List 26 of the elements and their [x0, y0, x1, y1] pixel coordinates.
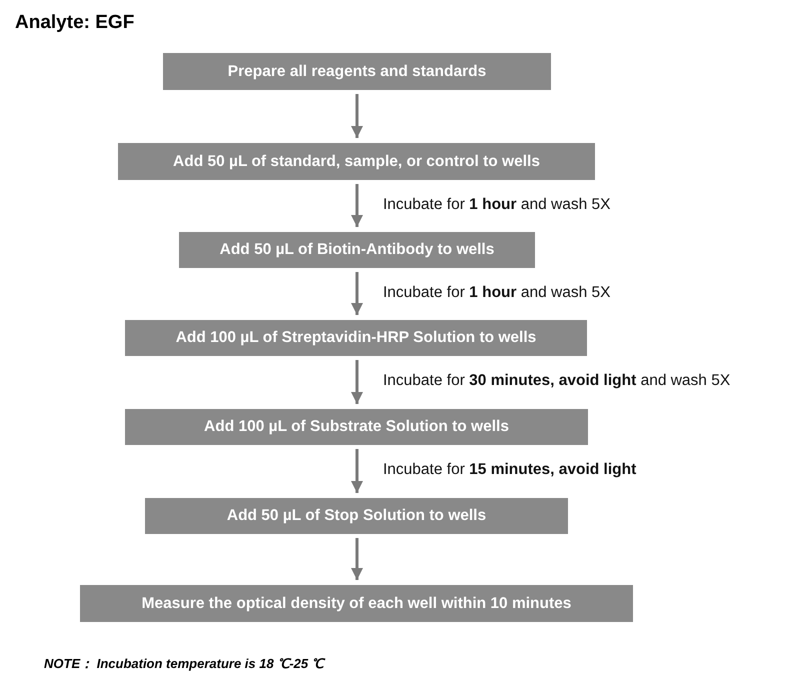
step-text: Add 100 µL of Streptavidin-HRP Solution to wells	[176, 329, 536, 347]
arrow	[351, 449, 363, 493]
process-box	[80, 585, 633, 622]
process-box	[163, 53, 551, 90]
process-box	[179, 232, 535, 268]
arrow	[351, 538, 363, 580]
step-text: Prepare all reagents and standards	[228, 62, 486, 80]
process-box	[125, 320, 587, 356]
title: Analyte: EGF	[15, 12, 134, 34]
step-text: Add 50 µL of Biotin-Antibody to wells	[220, 241, 494, 259]
arrow	[351, 360, 363, 404]
note-text: NOTE： Incubation temperature is 18 ℃-25 ℃	[44, 655, 324, 673]
process-box	[145, 498, 568, 534]
process-box	[118, 143, 595, 180]
arrow	[351, 94, 363, 138]
step-text: Add 50 µL of standard, sample, or control to wells	[173, 152, 540, 170]
process-box	[125, 409, 588, 445]
step-text: Measure the optical density of each well within 10 minutes	[142, 594, 572, 612]
step-text: Add 100 µL of Substrate Solution to wells	[204, 418, 509, 436]
edge-label: Incubate for 15 minutes, avoid light	[383, 461, 636, 479]
edge-label: Incubate for 30 minutes, avoid light and wash 5X	[383, 372, 730, 390]
edge-label: Incubate for 1 hour and wash 5X	[383, 284, 610, 302]
step-text: Add 50 µL of Stop Solution to wells	[226, 507, 486, 525]
arrow	[351, 272, 363, 315]
edge-label: Incubate for 1 hour and wash 5X	[383, 196, 610, 214]
arrow	[351, 184, 363, 227]
